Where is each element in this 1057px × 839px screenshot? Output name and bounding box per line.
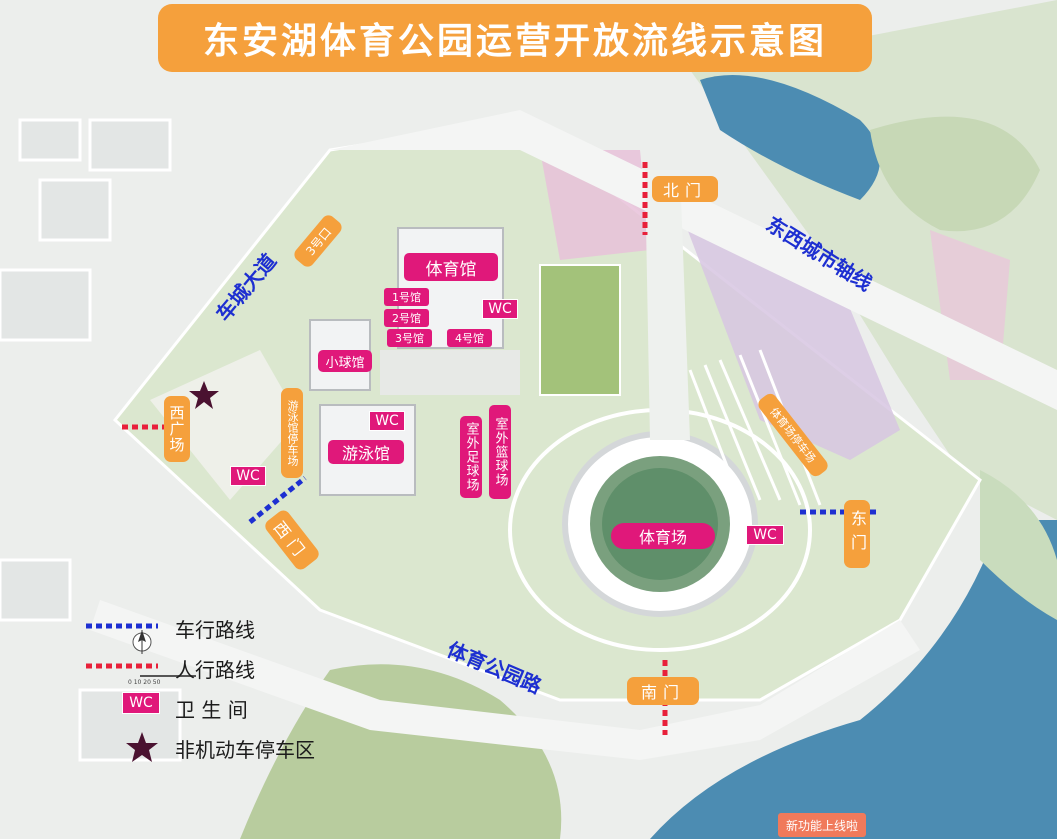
- scale-bar: 0 10 20 50: [128, 675, 196, 686]
- pedestrian-routes: [122, 162, 668, 735]
- legend-wc-swatch: WC: [122, 692, 160, 714]
- venue-hall-1[interactable]: 1号馆: [384, 288, 429, 306]
- gate-north[interactable]: 北门: [652, 176, 718, 202]
- venue-hall-3[interactable]: 3号馆: [387, 329, 432, 347]
- legend-bike-parking: 非机动车停车区: [175, 738, 315, 762]
- wc-natatorium[interactable]: WC: [369, 411, 405, 431]
- venue-outdoor-basketball[interactable]: 室外篮球场: [489, 405, 511, 499]
- venue-small-ball-hall[interactable]: 小球馆: [318, 350, 372, 372]
- gate-south[interactable]: 南门: [627, 677, 699, 705]
- legend-star-icon: [126, 732, 158, 762]
- pool-parking-lot[interactable]: 游泳馆停车场: [281, 388, 303, 478]
- bike-parking-star-icon: [189, 381, 219, 409]
- gate-west-plaza[interactable]: 西广场: [164, 396, 190, 462]
- svg-text:0 10 20 50: 0 10 20 50: [128, 679, 161, 686]
- venue-hall-4[interactable]: 4号馆: [447, 329, 492, 347]
- wc-stadium-east[interactable]: WC: [746, 525, 784, 545]
- wc-gymnasium[interactable]: WC: [482, 299, 518, 319]
- wc-west[interactable]: WC: [230, 466, 266, 486]
- venue-gymnasium[interactable]: 体育馆: [404, 253, 498, 281]
- venue-natatorium[interactable]: 游泳馆: [328, 440, 404, 464]
- legend-pedestrian-route: 人行路线: [175, 658, 255, 682]
- legend-restroom: 卫 生 间: [175, 698, 248, 722]
- vehicle-route-west: [248, 476, 307, 524]
- vehicle-routes: [248, 476, 880, 524]
- venue-outdoor-football[interactable]: 室外足球场: [460, 416, 482, 498]
- compass-icon: [132, 630, 152, 654]
- legend-vehicle-route: 车行路线: [175, 618, 255, 642]
- venue-hall-2[interactable]: 2号馆: [384, 309, 429, 327]
- venue-stadium[interactable]: 体育场: [611, 523, 715, 549]
- map-title: 东安湖体育公园运营开放流线示意图: [158, 4, 872, 72]
- gate-east[interactable]: 东门: [844, 500, 870, 568]
- new-feature-button[interactable]: 新功能上线啦: [778, 813, 866, 837]
